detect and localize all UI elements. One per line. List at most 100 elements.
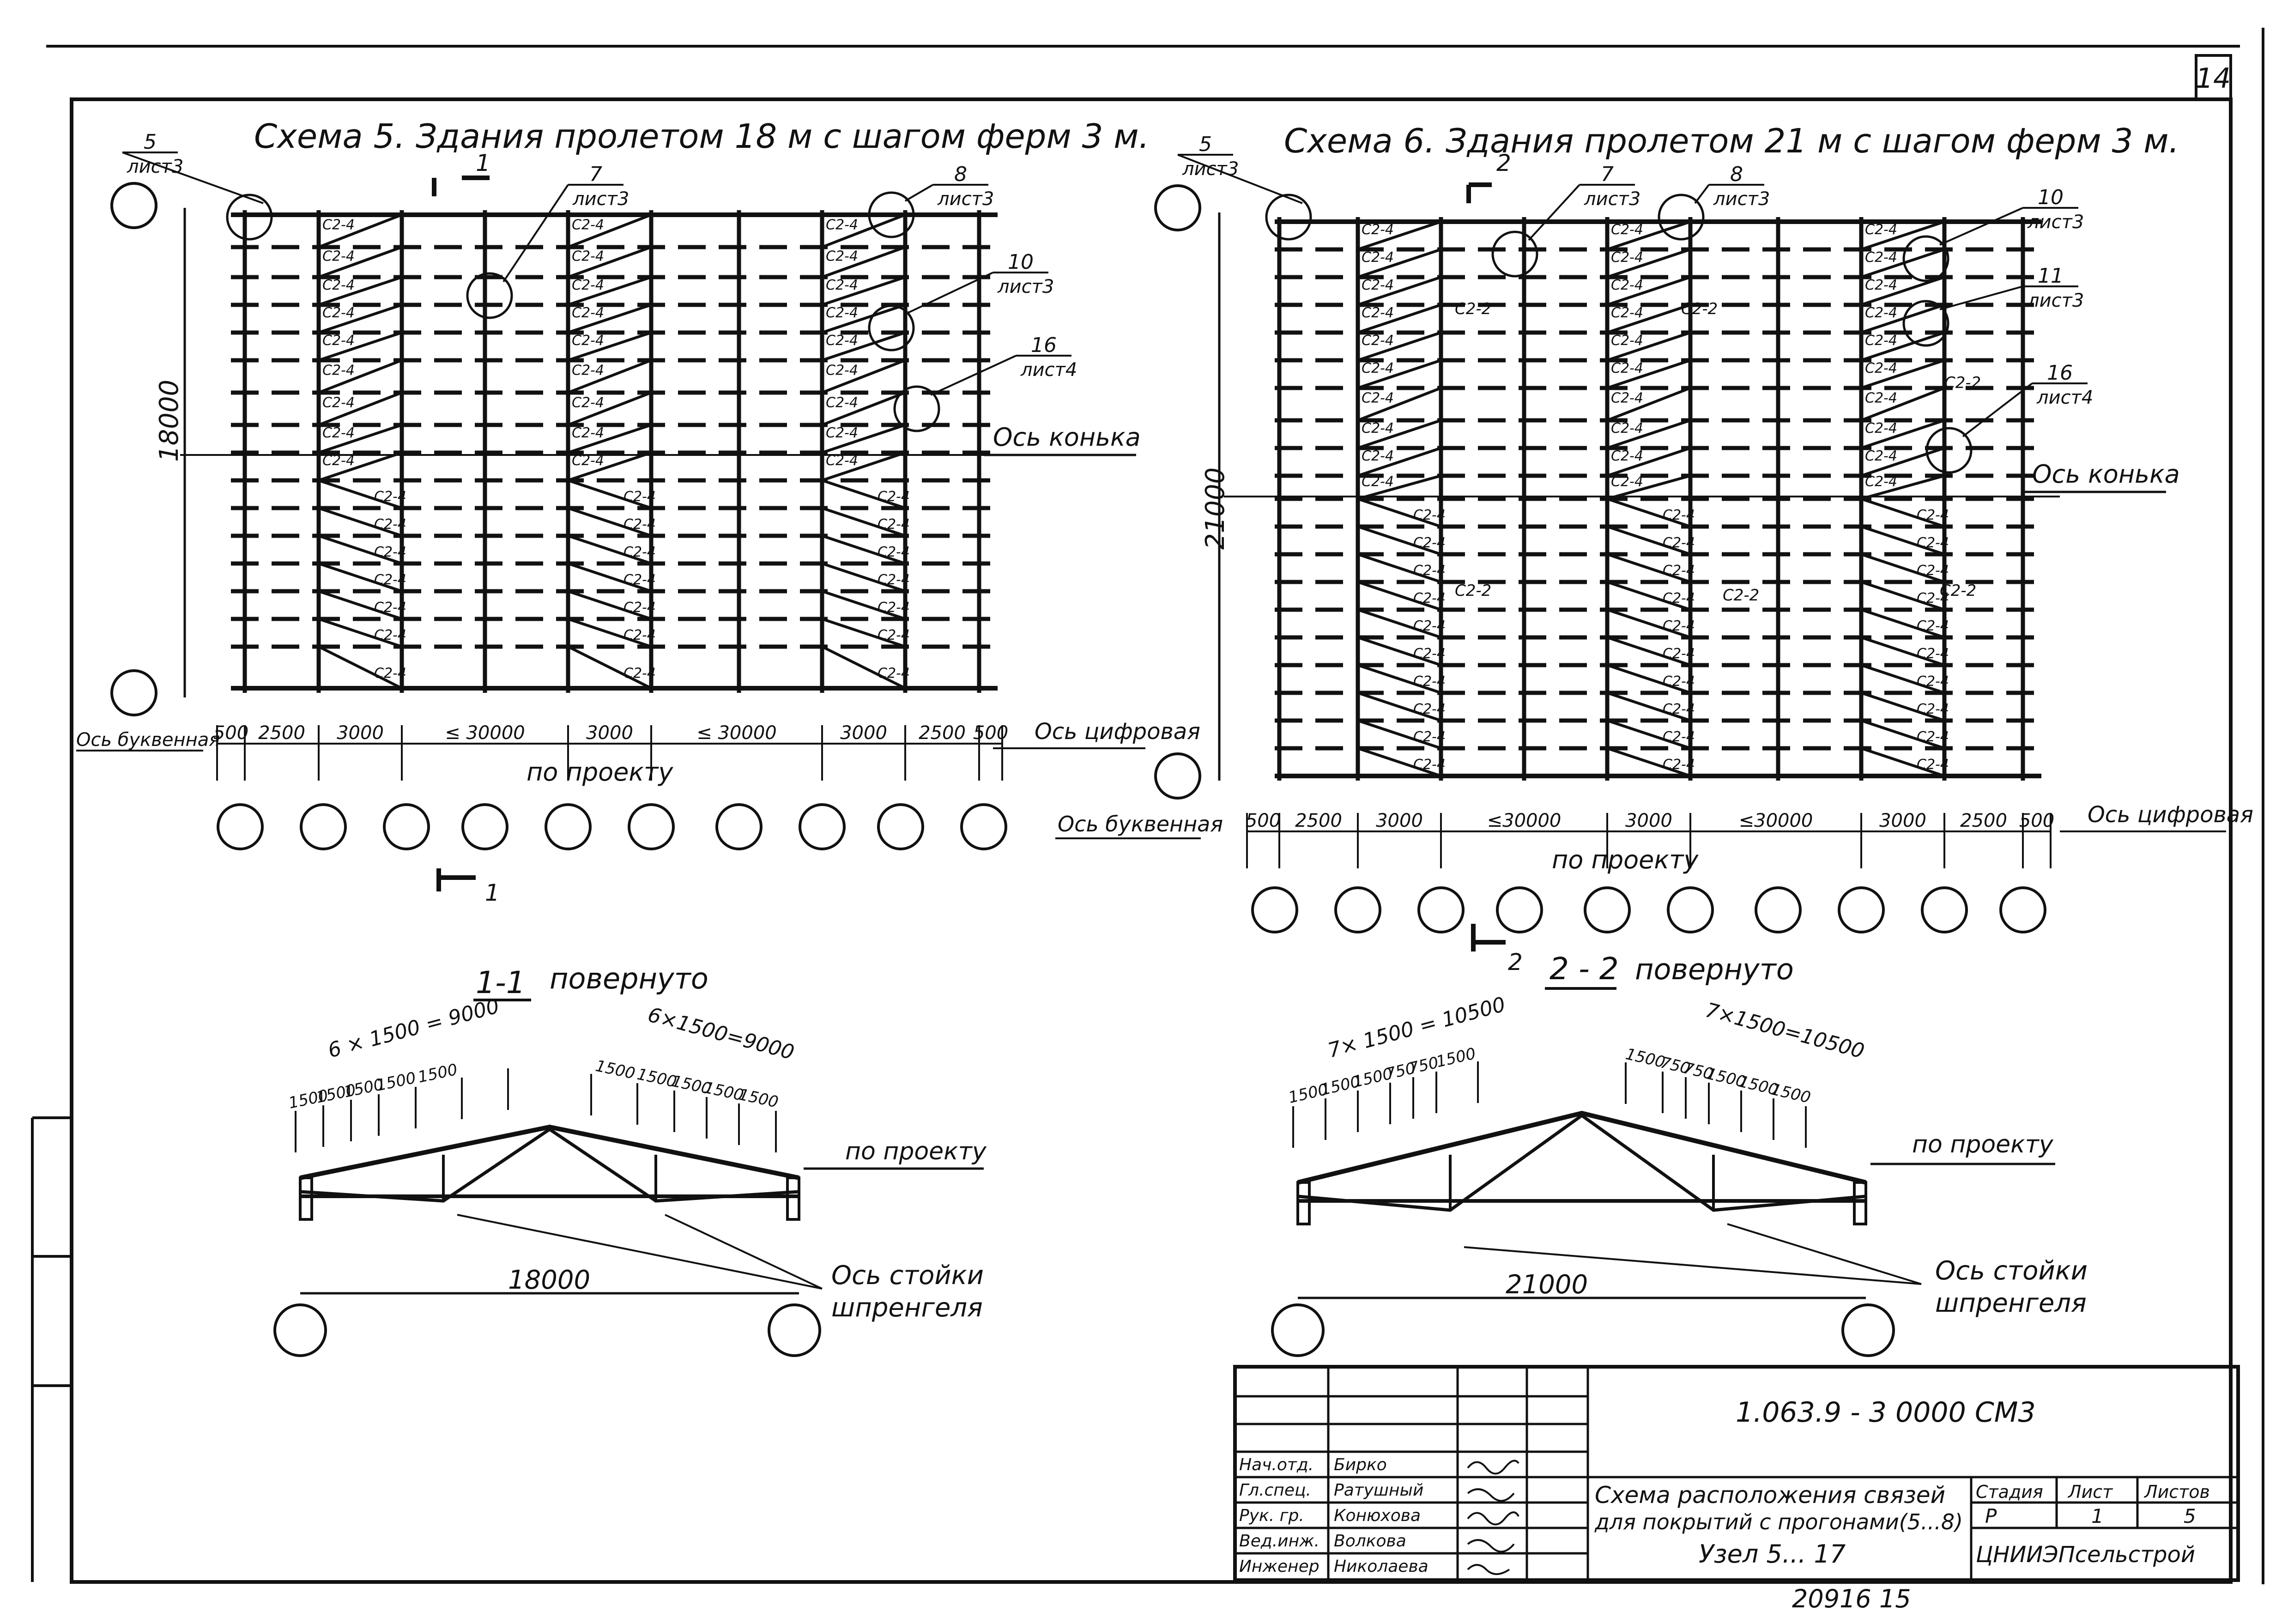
- brace-line: [1861, 497, 1945, 528]
- drawing-title-line1: Схема расположения связей: [1595, 1482, 1946, 1509]
- brace-label: С2-4: [1917, 535, 1949, 551]
- dim-value: 500: [213, 722, 248, 744]
- section1-post-axis: Ось стойки: [831, 1260, 984, 1291]
- brace-label: С2-4: [1865, 305, 1897, 321]
- leader: [665, 1214, 823, 1290]
- brace-label: С2-4: [1362, 222, 1394, 238]
- brace-line: [821, 246, 906, 279]
- brace-line: [1607, 691, 1691, 722]
- section1-top-chord: [300, 1124, 799, 1180]
- brace-line: [568, 618, 652, 648]
- brace-label: С2-4: [1917, 701, 1949, 717]
- axis-circle: [1921, 886, 1968, 933]
- brace-label: С2-4: [322, 395, 355, 411]
- brace-line: [1861, 553, 1945, 583]
- callout-number: 5: [1199, 133, 1212, 156]
- section2-diagonals: [1297, 1113, 1866, 1212]
- section2-span: 21000: [1506, 1270, 1588, 1300]
- scheme5-title: Схема 5. Здания пролетом 18 м с шагом фе…: [254, 117, 1149, 156]
- brace-label: С2-4: [322, 333, 355, 349]
- title-block: 1.063.9 - 3 0000 СМ3 Схема расположения …: [1233, 1365, 2240, 1582]
- brace-line: [1861, 581, 1945, 611]
- brace-label: С2-4: [623, 572, 656, 588]
- role-3: Рук. гр.: [1239, 1506, 1304, 1525]
- role-4: Вед.инж.: [1239, 1532, 1320, 1551]
- brace-label: С2-4: [1362, 333, 1394, 349]
- brace-line: [821, 645, 906, 690]
- callout-number: 5: [144, 130, 157, 154]
- brace-label: С2-4: [1663, 646, 1695, 662]
- brace-line: [318, 424, 402, 454]
- callout-circle: [893, 385, 940, 432]
- brace-label: С2-4: [322, 305, 355, 321]
- brace-label: С2-4: [1362, 390, 1394, 406]
- scheme6-title: Схема 6. Здания пролетом 21 м с шагом фе…: [1284, 121, 2179, 160]
- callout-leader: [502, 184, 569, 283]
- brace-label: С2-4: [1917, 618, 1949, 634]
- brace-label: С2-4: [572, 217, 604, 233]
- brace-label: С2-4: [826, 363, 858, 379]
- footer-number: 20916 15: [1792, 1584, 1911, 1613]
- brace-line: [1861, 359, 1945, 389]
- corner-sheet-number: 14: [2196, 62, 2231, 95]
- brace-line: [1607, 497, 1691, 528]
- section2-by-project: по проекту: [1912, 1131, 2054, 1158]
- callout-leader: [1177, 154, 1303, 204]
- axis-circle: [383, 803, 430, 850]
- sheet-frame: [70, 97, 2233, 1584]
- brace-label: С2-4: [623, 544, 656, 560]
- step-value: 1500: [375, 1069, 418, 1095]
- axis-circle: [715, 803, 763, 850]
- brace-line: [1606, 387, 1691, 422]
- brace-label: С2-4: [1917, 590, 1949, 606]
- brace-label: С2-4: [1865, 390, 1897, 406]
- section2-post-axis: Ось стойки: [1935, 1256, 2088, 1286]
- callout-sheet: лист3: [2027, 212, 2084, 233]
- brace-label: С2-4: [572, 248, 604, 264]
- brace-label: С2-4: [878, 627, 910, 643]
- brace-label: С2-4: [572, 277, 604, 293]
- callout-circle: [1265, 194, 1312, 241]
- section2-support: [1296, 1181, 1311, 1225]
- brace-line: [568, 562, 652, 593]
- brace-line: [822, 590, 906, 620]
- brace-line: [1607, 719, 1691, 750]
- brace-line: [318, 562, 402, 593]
- brace-label: С2-4: [623, 627, 656, 643]
- brace-label: С2-4: [322, 363, 355, 379]
- brace-label: С2-4: [1917, 729, 1949, 745]
- dim-value: 500: [1246, 810, 1281, 831]
- dim-value: 3000: [337, 722, 384, 744]
- brace-line: [1357, 525, 1441, 556]
- brace-line: [568, 507, 652, 537]
- brace-line: [822, 331, 906, 362]
- callout-leader: [904, 184, 934, 202]
- brace-line: [822, 507, 906, 537]
- callout-number: 11: [2038, 264, 2064, 288]
- brace-label: С2-4: [1362, 360, 1394, 376]
- brace-label: С2-4: [1663, 618, 1695, 634]
- sheets-header: Листов: [2144, 1482, 2210, 1502]
- brace-label: С2-4: [1865, 249, 1897, 266]
- brace-label: С2-4: [826, 248, 858, 264]
- brace-label: С2-4: [1413, 535, 1446, 551]
- dim-value: 3000: [1625, 810, 1672, 831]
- callout-number: 7: [1601, 163, 1614, 186]
- brace-line: [821, 391, 906, 426]
- brace-line: [318, 213, 403, 248]
- brace-label: С2-4: [1663, 507, 1695, 523]
- axis-circle: [1755, 886, 1802, 933]
- brace-line: [318, 534, 402, 565]
- brace-line: [1357, 387, 1442, 422]
- scheme6-grid: С2-4С2-4С2-4С2-4С2-4С2-4С2-4С2-4С2-4С2-4…: [1224, 217, 2060, 781]
- brace-label: С2-4: [623, 666, 656, 682]
- brace-line: [1607, 636, 1691, 667]
- brace-label: С2-4: [1611, 474, 1643, 490]
- name-3: Конюхова: [1334, 1506, 1421, 1525]
- axis-circle: [768, 1303, 821, 1357]
- axis-circle: [1251, 886, 1298, 933]
- brace-label: С2-4: [826, 305, 858, 321]
